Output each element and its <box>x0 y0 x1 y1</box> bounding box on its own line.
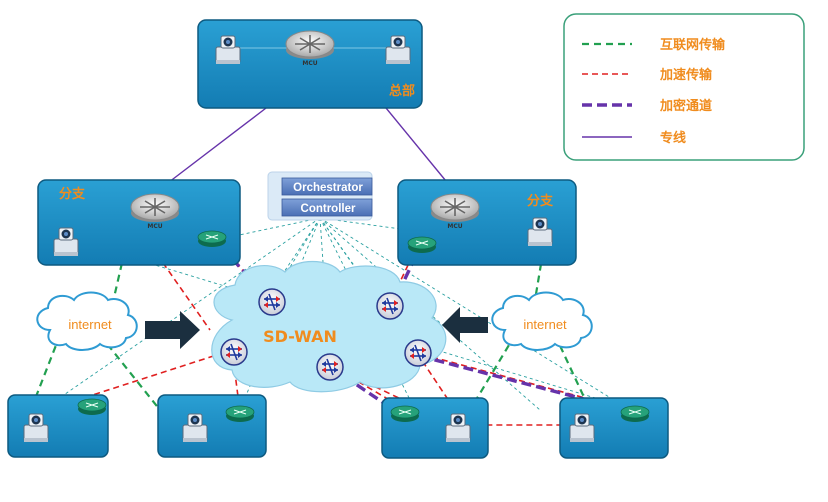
router-icon <box>407 236 437 254</box>
branch-left-label: 分支 <box>59 186 86 202</box>
mcu-router-icon <box>130 193 180 223</box>
router-icon <box>390 405 420 423</box>
cloud-icon <box>36 291 138 351</box>
dedicated-line-hq-left <box>155 104 271 193</box>
sdwan-switch-icon <box>376 292 404 320</box>
bottom-site-1 <box>7 394 109 458</box>
arrow-icon <box>442 307 488 343</box>
router-icon <box>77 398 107 416</box>
mcu-router-icon <box>430 193 480 223</box>
cloud-icon <box>491 291 593 351</box>
branch-right-site: 分支 MCU <box>397 179 577 266</box>
hq-label: 总部 <box>389 83 415 99</box>
branch-right-mcu-label: MCU <box>447 223 462 230</box>
sdwan-switch-icon <box>258 288 286 316</box>
router-icon <box>225 405 255 423</box>
sdwan-switch-icon <box>404 339 432 367</box>
arrow-icon <box>145 311 200 349</box>
hq-mcu-label: MCU <box>302 60 317 67</box>
legend-label: 互联网传输 <box>660 37 726 53</box>
router-icon <box>197 230 227 248</box>
legend-item-dedicated: 专线 <box>582 130 686 146</box>
branch-left-mcu-label: MCU <box>147 223 162 230</box>
sdwan-switch-icon <box>220 338 248 366</box>
legend-item-internet: 互联网传输 <box>582 37 726 53</box>
controller-label: Controller <box>301 203 356 215</box>
mcu-router-icon <box>285 30 335 60</box>
internet-right-label: internet <box>523 317 567 332</box>
legend-label: 专线 <box>660 130 686 146</box>
internet-left-label: internet <box>68 317 112 332</box>
branch-right-label: 分支 <box>527 193 554 209</box>
internet-left-cloud: internet <box>36 291 138 351</box>
bottom-site-4 <box>559 397 669 459</box>
orchestrator-label: Orchestrator <box>293 182 363 194</box>
router-icon <box>620 405 650 423</box>
sdwan-label: SD-WAN <box>263 327 337 346</box>
sdwan-switch-icon <box>316 353 344 381</box>
internet-right-cloud: internet <box>491 291 593 351</box>
legend-label: 加密通道 <box>659 98 712 114</box>
legend-label: 加速传输 <box>659 67 713 83</box>
hq-site: MCU 总部 <box>197 19 423 109</box>
branch-left-site: 分支 MCU <box>37 179 241 266</box>
legend-item-acceleration: 加速传输 <box>582 67 713 83</box>
bottom-site-2 <box>157 394 267 458</box>
legend-item-encryption: 加密通道 <box>582 98 712 114</box>
orchestrator-controller: Orchestrator Controller <box>267 171 373 221</box>
legend: 互联网传输 加速传输 加密通道 专线 <box>563 13 805 161</box>
bottom-site-3 <box>381 397 489 459</box>
sdwan-cloud: SD-WAN <box>211 261 447 393</box>
